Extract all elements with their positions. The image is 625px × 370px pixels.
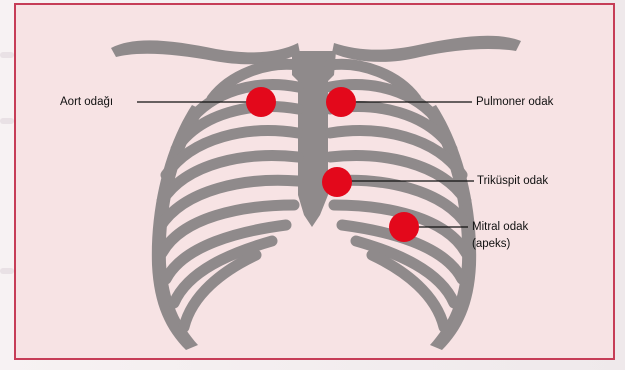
mitral-apex-label: (apeks) — [472, 237, 510, 251]
aortic-label: Aort odağı — [60, 95, 113, 109]
tricuspid-marker — [322, 167, 352, 197]
background-text-line — [0, 118, 14, 124]
pulmonic-marker — [326, 87, 356, 117]
left-ribs — [160, 64, 298, 327]
mitral-label: Mitral odak — [472, 220, 528, 234]
sternum — [292, 51, 336, 227]
background-text-line — [0, 268, 14, 274]
mitral-marker — [389, 212, 419, 242]
tricuspid-label: Triküspit odak — [477, 174, 548, 188]
pulmonic-label: Pulmoner odak — [476, 95, 553, 109]
cardiac-auscultation-figure: Aort odağı Pulmoner odak Triküspit odak … — [14, 3, 615, 360]
background-text-line — [0, 52, 14, 58]
right-clavicle — [332, 36, 521, 62]
aortic-marker — [246, 87, 276, 117]
